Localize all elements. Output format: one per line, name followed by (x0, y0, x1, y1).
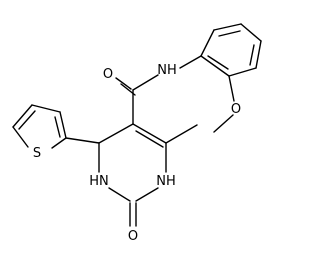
carbonyl-oxygen-label: O (103, 67, 113, 82)
structure-drawing: S NH HN NH O O O (12, 23, 262, 244)
pyrimidine-ring (98, 123, 167, 202)
urea-oxygen-label: O (128, 229, 138, 244)
thiophene-sulfur-label: S (33, 146, 41, 161)
ring-n3-label: NH (156, 174, 176, 189)
methoxyphenyl-ring (200, 23, 262, 77)
ring-n1-label: HN (89, 174, 109, 189)
c4-thienyl-bond (65, 137, 100, 144)
carboxamide (115, 55, 202, 125)
amide-nh-label: NH (157, 63, 177, 78)
methoxy-group (213, 75, 235, 133)
molecule-diagram: S NH HN NH O O O (12, 23, 262, 244)
urea-carbonyl (129, 202, 137, 227)
ether-oxygen-label: O (231, 102, 241, 117)
methyl-bond (165, 124, 198, 144)
thiophene-ring (12, 104, 67, 149)
